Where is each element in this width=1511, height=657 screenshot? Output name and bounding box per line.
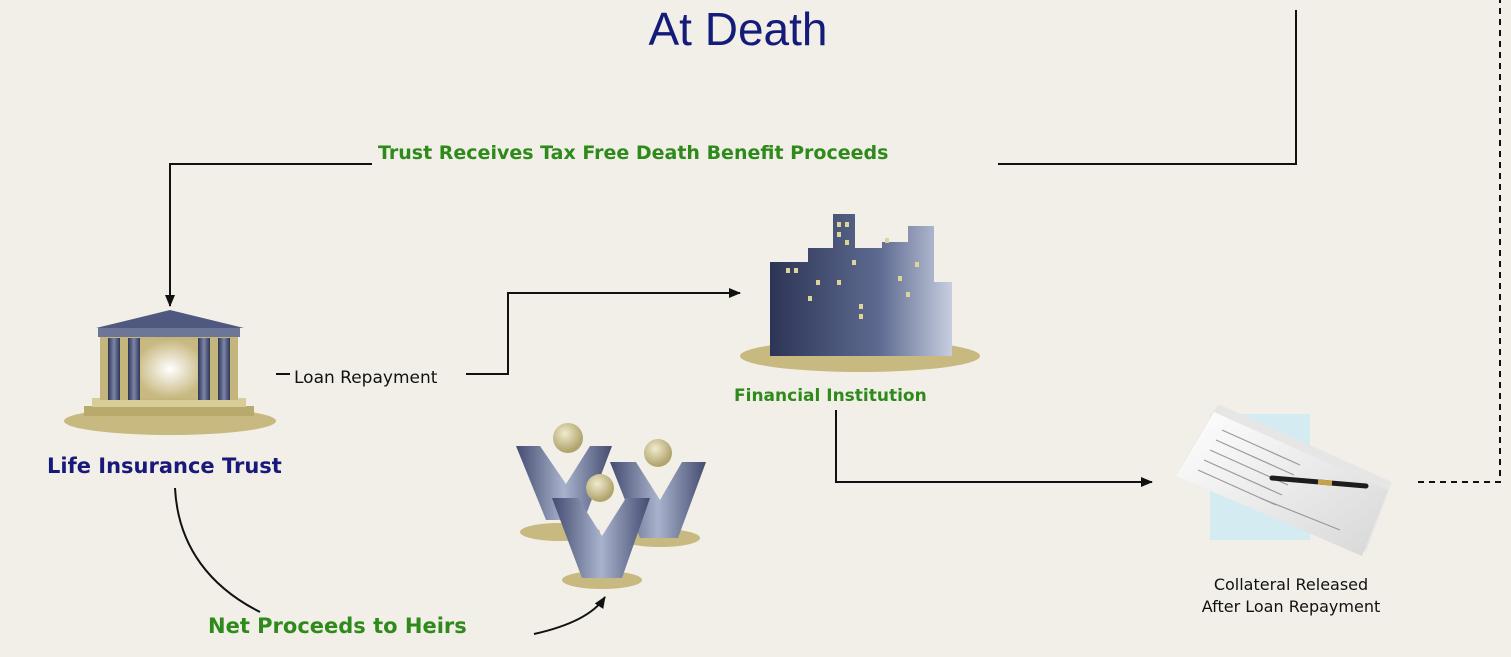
people-group-icon: [516, 423, 706, 589]
arrow-to-heirs: [533, 596, 606, 635]
city-buildings-icon: [740, 214, 980, 372]
document-pen-icon: [1176, 404, 1392, 556]
label-net-proceeds: Net Proceeds to Heirs: [208, 614, 467, 638]
arrow-collateral: [835, 410, 1153, 487]
dashed-connector: [1418, 0, 1501, 483]
label-collateral-line1: Collateral Released: [1213, 575, 1369, 594]
arrow-trust-receives: [165, 163, 372, 307]
label-collateral-released: Collateral Released After Loan Repayment: [1170, 574, 1412, 618]
page-title: At Death: [648, 3, 828, 55]
line-from-top-right: [998, 10, 1297, 165]
label-financial-institution: Financial Institution: [734, 386, 927, 406]
label-trust-receives: Trust Receives Tax Free Death Benefit Pr…: [378, 142, 889, 164]
label-collateral-line2: After Loan Repayment: [1201, 597, 1381, 616]
label-loan-repayment: Loan Repayment: [294, 368, 438, 388]
arrow-loan-repayment: [466, 288, 741, 375]
connectors: [165, 0, 1501, 635]
label-life-insurance-trust: Life Insurance Trust: [47, 454, 282, 478]
bank-building-icon: [64, 310, 276, 435]
curve-trust-to-heirs: [174, 487, 261, 613]
